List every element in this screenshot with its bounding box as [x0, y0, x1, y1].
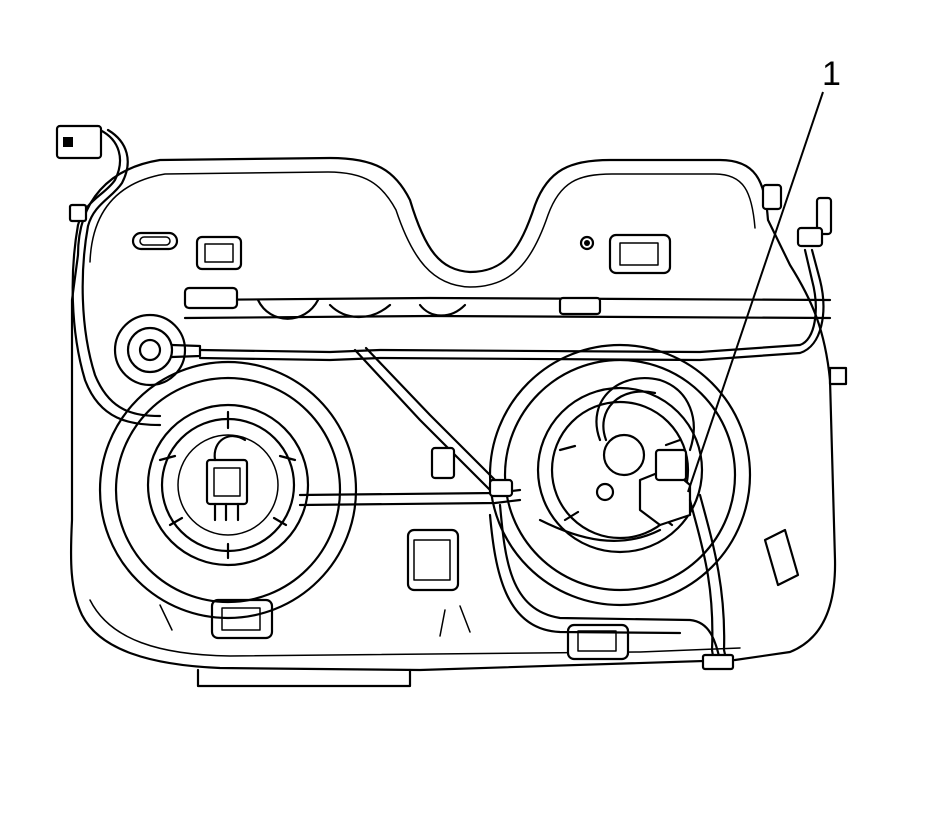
retaining-clips [159, 298, 800, 637]
callout-1: 1 [687, 55, 841, 493]
left-fuel-sender-module [98, 360, 358, 620]
tank-strap [183, 296, 832, 320]
callout-label: 1 [822, 55, 841, 93]
right-fuel-pump-module [488, 343, 752, 607]
vent-port [113, 313, 202, 387]
fuel-tank-body [69, 156, 837, 688]
callout-leader-line [687, 91, 824, 493]
mounting-bosses [131, 231, 672, 661]
